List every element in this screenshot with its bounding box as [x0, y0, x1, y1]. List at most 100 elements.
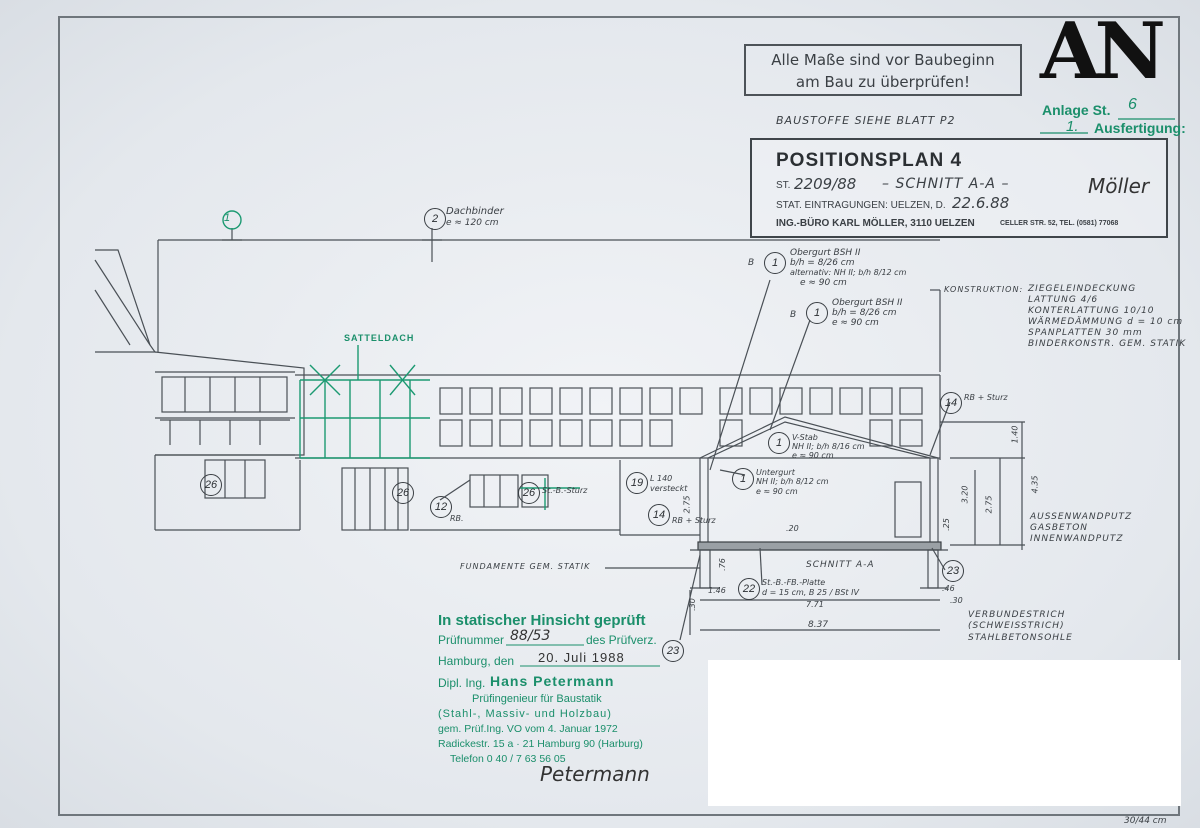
- sheet-size: 30/44 cm: [1124, 816, 1167, 826]
- redacted-area: [708, 660, 1181, 806]
- construction-line-5: SPANPLATTEN 30 mm: [1028, 328, 1143, 338]
- position-marker: 23: [662, 640, 684, 662]
- label-dachbinder: Dachbinder: [446, 206, 504, 217]
- construction-line-6: BINDERKONSTR. GEM. STATIK: [1028, 339, 1187, 349]
- dim-value: 4.35: [1030, 475, 1040, 494]
- stamp-title: In statischer Hinsicht geprüft: [438, 612, 646, 629]
- annex-label: Anlage St.: [1042, 102, 1111, 118]
- stamp-date: 20. Juli 1988: [538, 650, 625, 665]
- label-untergurt-c: e ≈ 90 cm: [756, 487, 798, 496]
- floor-layer-1: VERBUNDESTRICH: [968, 610, 1066, 620]
- label-obergurt-2c: e ≈ 90 cm: [832, 318, 879, 328]
- construction-line-4: WÄRMEDÄMMUNG d = 10 cm: [1028, 317, 1184, 327]
- st-prefix: ST.: [776, 180, 791, 191]
- position-marker: 26: [392, 482, 414, 504]
- copy-number: 1.: [1066, 118, 1079, 135]
- label-b-2: B: [790, 310, 797, 320]
- stamp-address: Radickestr. 15 a · 21 Hamburg 90 (Harbur…: [438, 738, 643, 750]
- section-label: – SCHNITT A-A –: [882, 176, 1010, 192]
- check-dimensions-notice: Alle Maße sind vor Baubeginn am Bau zu ü…: [744, 44, 1022, 96]
- dim-771: 7.71: [806, 600, 824, 609]
- stamp-pruef-number: 88/53: [510, 628, 551, 644]
- stamp-regulation: gem. Prüf.Ing. VO vom 4. Januar 1972: [438, 723, 618, 735]
- an-logo: AN: [1040, 6, 1166, 97]
- label-rb-sturz-top: RB + Sturz: [964, 393, 1008, 402]
- position-marker: 26: [200, 474, 222, 496]
- position-marker: 12: [430, 496, 452, 518]
- copy-label: Ausfertigung:: [1094, 120, 1186, 136]
- position-marker: 1: [806, 302, 828, 324]
- label-obergurt-1c: alternativ: NH II; b/h 8/12 cm: [790, 268, 907, 277]
- annex-number: 6: [1128, 96, 1137, 113]
- position-marker: 1: [732, 468, 754, 490]
- construction-line-1: ZIEGELEINDECKUNG: [1028, 284, 1137, 294]
- position-marker: 2: [424, 208, 446, 230]
- dim-value: .30: [687, 598, 697, 611]
- label-obergurt-1b: b/h = 8/26 cm: [790, 258, 855, 268]
- plan-title: POSITIONSPLAN 4: [776, 150, 963, 171]
- stamp-underlines: [506, 644, 660, 667]
- floor-layer-2: (SCHWEISSTRICH): [968, 621, 1065, 631]
- label-fundamente: FUNDAMENTE GEM. STATIK: [460, 562, 591, 571]
- label-vstab-b: NH II; b/h 8/16 cm: [792, 442, 865, 451]
- position-marker: 26: [518, 482, 540, 504]
- label-dachbinder-spacing: e ≈ 120 cm: [446, 218, 499, 228]
- position-marker: 14: [940, 392, 962, 414]
- stamp-name-prefix: Dipl. Ing.: [438, 676, 486, 690]
- dim-value: 2.75: [984, 495, 994, 514]
- notice-line-1: Alle Maße sind vor Baubeginn: [771, 51, 995, 69]
- stamp-role: Prüfingenieur für Baustatik: [472, 693, 602, 705]
- dim-value: 3.20: [960, 485, 970, 504]
- office-contact: CELLER STR. 52, TEL. (0581) 77068: [1000, 220, 1119, 227]
- st-number: 2209/88: [794, 175, 857, 193]
- inspector-signature: Petermann: [540, 762, 650, 786]
- office-name: ING.-BÜRO KARL MÖLLER, 3110 UELZEN: [776, 218, 975, 229]
- position-marker: 14: [648, 504, 670, 526]
- label-rb-sturz: RB + Sturz: [672, 516, 716, 525]
- construction-line-2: LATTUNG 4/6: [1028, 295, 1099, 305]
- stamp-phone: Telefon 0 40 / 7 63 56 05: [450, 753, 566, 765]
- label-vstab-a: V-Stab: [792, 433, 818, 442]
- position-marker: 23: [942, 560, 964, 582]
- dim-width: 8.37: [808, 620, 829, 630]
- dim-value: .20: [786, 524, 799, 533]
- materials-note: BAUSTOFFE SIEHE BLATT P2: [776, 114, 956, 127]
- dim-value: 1.40: [1010, 425, 1020, 444]
- label-untergurt-a: Untergurt: [756, 468, 795, 477]
- stamp-pruef-label: Prüfnummer: [438, 633, 505, 647]
- label-obergurt-2a: Obergurt BSH II: [832, 298, 903, 308]
- entries-label: STAT. EINTRAGUNGEN: UELZEN, D.: [776, 200, 946, 211]
- label-vstab-c: e ≈ 90 cm: [792, 451, 834, 460]
- title-block: POSITIONSPLAN 4 ST. 2209/88 – SCHNITT A-…: [750, 138, 1168, 238]
- wall-layer-1: AUSSENWANDPUTZ: [1030, 512, 1133, 522]
- label-rb: RB.: [450, 514, 464, 523]
- dim-value: .46: [942, 584, 955, 593]
- dim-value: .76: [717, 558, 727, 571]
- label-obergurt-1a: Obergurt BSH II: [790, 248, 861, 258]
- stamp-pruef-suffix: des Prüfverz.: [586, 633, 657, 647]
- stamp-date-label: Hamburg, den: [438, 654, 515, 668]
- position-marker: 1: [764, 252, 786, 274]
- notice-line-2: am Bau zu überprüfen!: [795, 73, 971, 91]
- wall-layer-3: INNENWANDPUTZ: [1030, 534, 1124, 544]
- dim-value: .25: [941, 518, 951, 531]
- engineer-signature: Möller: [1088, 174, 1150, 198]
- dim-value: 1.46: [708, 586, 726, 595]
- green-position-1: 1: [224, 212, 231, 224]
- dim-value: .30: [950, 596, 963, 605]
- label-stb-platte-a: St.-B.-FB.-Platte: [762, 578, 826, 587]
- sheet-border: [58, 16, 1180, 816]
- label-konstruktion: KONSTRUKTION:: [944, 285, 1024, 294]
- entries-date: 22.6.88: [952, 194, 1010, 212]
- label-l140: L 140: [650, 474, 673, 483]
- floor-layer-3: STAHLBETONSOHLE: [968, 633, 1073, 643]
- position-marker: 19: [626, 472, 648, 494]
- position-marker: 1: [768, 432, 790, 454]
- label-obergurt-2b: b/h = 8/26 cm: [832, 308, 897, 318]
- label-obergurt-1d: e ≈ 90 cm: [800, 278, 847, 288]
- position-marker: 22: [738, 578, 760, 600]
- label-stb-platte-b: d = 15 cm, B 25 / BSt IV: [762, 588, 859, 597]
- label-untergurt-b: NH II; b/h 8/12 cm: [756, 477, 829, 486]
- label-versteckt: versteckt: [650, 484, 688, 493]
